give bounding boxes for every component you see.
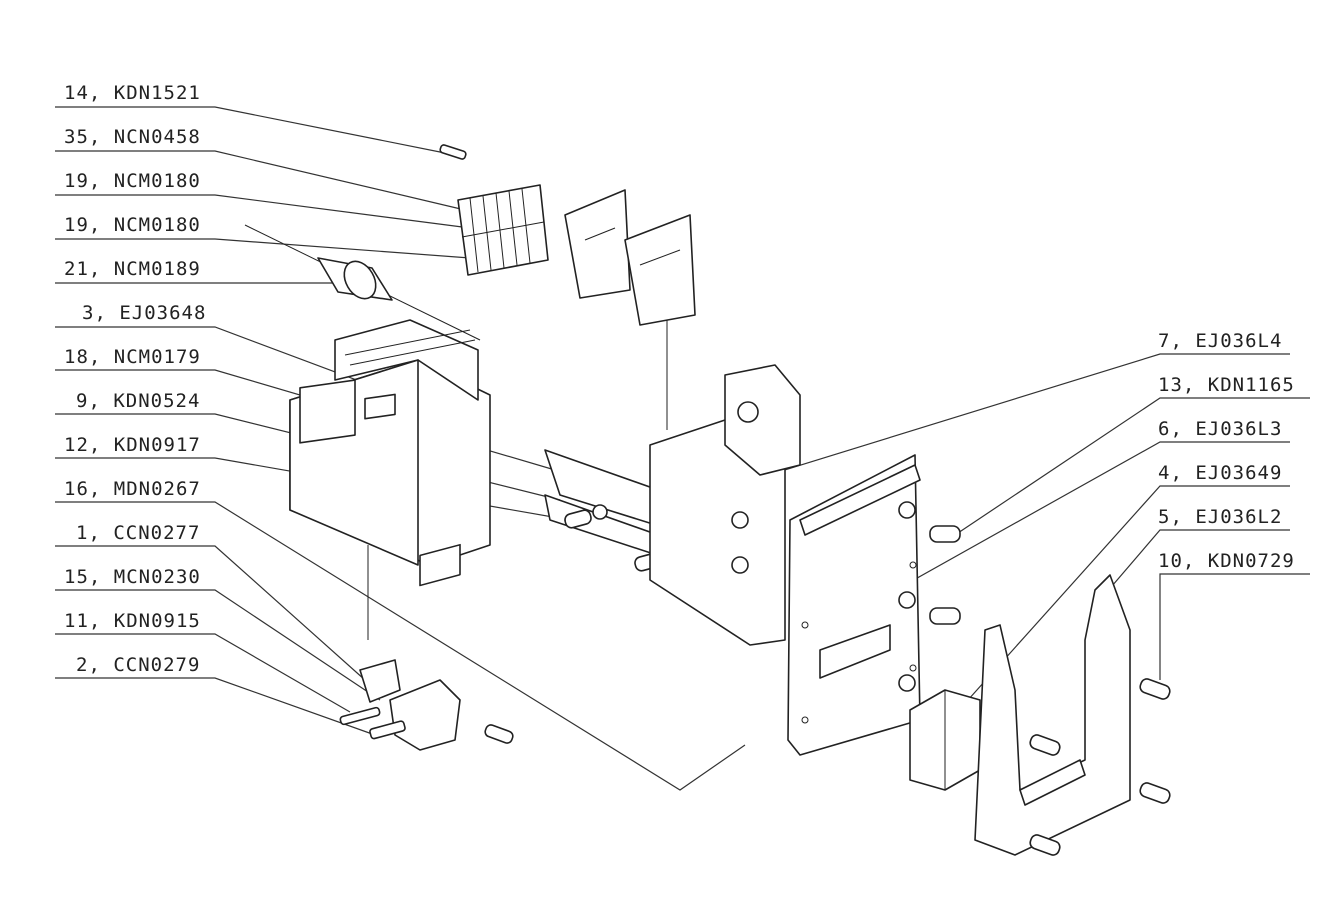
leader-4 bbox=[949, 485, 1290, 721]
plate-ej036l3 bbox=[787, 454, 921, 756]
leader-14 bbox=[55, 106, 446, 154]
leader-15 bbox=[55, 589, 381, 701]
fuse-ncm0189 bbox=[244, 224, 481, 341]
callout-label: 7, EJ036L4 bbox=[1158, 330, 1283, 352]
screw-kdn1521 bbox=[439, 144, 467, 160]
callout-label: 4, EJ03649 bbox=[1158, 462, 1283, 484]
leader-16 bbox=[55, 501, 746, 791]
callout-label: 3, EJ03648 bbox=[82, 302, 207, 324]
callout-label: 9, KDN0524 bbox=[76, 390, 201, 412]
screws-kdn0729 bbox=[1029, 678, 1171, 856]
callout-label: 19, NCM0180 bbox=[64, 214, 201, 236]
leader-lines-right bbox=[719, 353, 1310, 721]
terminal-blocks bbox=[457, 184, 549, 276]
leader-6 bbox=[859, 441, 1290, 611]
bracket-ej036l4 bbox=[649, 364, 801, 646]
callout-label: 14, KDN1521 bbox=[64, 82, 201, 104]
screws-kdn1165 bbox=[929, 525, 961, 625]
callout-label: 19, NCM0180 bbox=[64, 170, 201, 192]
callout-label: 18, NCM0179 bbox=[64, 346, 201, 368]
block-ej03649 bbox=[909, 689, 981, 791]
leader-19a bbox=[55, 194, 471, 229]
callout-label: 10, KDN0729 bbox=[1158, 550, 1295, 572]
frame-ej036l2 bbox=[974, 574, 1131, 856]
callout-label: 11, KDN0915 bbox=[64, 610, 201, 632]
leader-1 bbox=[55, 545, 366, 681]
plc-module-ej03648 bbox=[289, 319, 491, 640]
din-brackets bbox=[564, 189, 696, 430]
callout-label: 15, MCN0230 bbox=[64, 566, 201, 588]
callout-label: 13, KDN1165 bbox=[1158, 374, 1295, 396]
callout-label: 1, CCN0277 bbox=[76, 522, 201, 544]
leader-lines-left bbox=[55, 106, 746, 791]
leader-13 bbox=[954, 397, 1310, 536]
callout-label: 16, MDN0267 bbox=[64, 478, 201, 500]
callout-label: 6, EJ036L3 bbox=[1158, 418, 1283, 440]
leader-5 bbox=[1099, 529, 1290, 601]
small-parts bbox=[339, 543, 514, 751]
callout-label: 2, CCN0279 bbox=[76, 654, 201, 676]
callout-label: 21, NCM0189 bbox=[64, 258, 201, 280]
callout-label: 5, EJ036L2 bbox=[1158, 506, 1283, 528]
leader-11 bbox=[55, 633, 351, 713]
callout-label: 12, KDN0917 bbox=[64, 434, 201, 456]
leader-10 bbox=[1159, 573, 1310, 680]
leader-2 bbox=[55, 677, 376, 736]
leader-7 bbox=[719, 353, 1290, 491]
callout-label: 35, NCN0458 bbox=[64, 126, 201, 148]
leader-19b bbox=[55, 238, 471, 259]
leader-35 bbox=[55, 150, 466, 211]
